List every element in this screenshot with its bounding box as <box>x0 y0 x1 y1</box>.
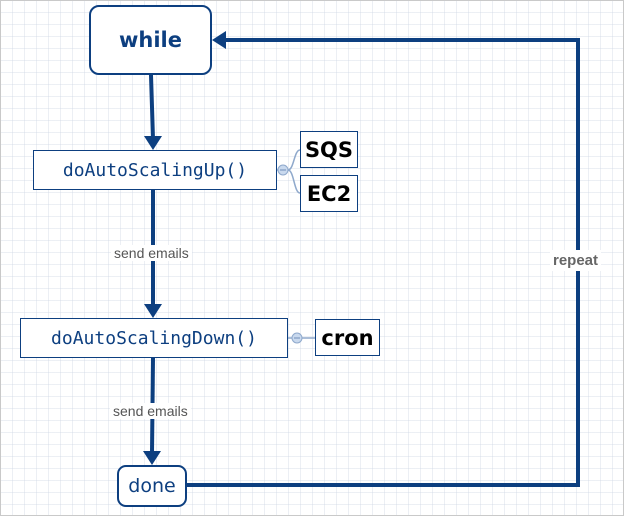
while-node-label: while <box>119 28 182 52</box>
edge-while-to-up <box>149 74 155 140</box>
edge-loop-repeat <box>187 38 580 487</box>
arrowhead-done <box>143 451 161 465</box>
arrowhead-while <box>212 31 226 49</box>
cron-label: cron <box>321 325 374 350</box>
while-node[interactable]: while <box>89 5 212 75</box>
edge-label-repeat: repeat <box>550 250 602 271</box>
done-node[interactable]: done <box>117 465 187 507</box>
edge-label-send-emails-down: send emails <box>110 403 191 419</box>
ec2-label: EC2 <box>306 181 352 206</box>
sqs-node[interactable]: SQS <box>300 131 358 168</box>
connector-up-sqs <box>287 149 301 171</box>
do-auto-scaling-up-node[interactable]: doAutoScalingUp() <box>33 150 277 190</box>
do-auto-scaling-up-label: doAutoScalingUp() <box>62 159 248 181</box>
arrowhead-down <box>144 304 162 318</box>
edge-label-send-emails-up: send emails <box>111 245 192 261</box>
arrowhead-up <box>144 136 162 150</box>
sqs-label: SQS <box>304 137 354 162</box>
do-auto-scaling-down-label: doAutoScalingDown() <box>51 327 257 349</box>
cron-node[interactable]: cron <box>315 319 380 356</box>
connector-up-ec2 <box>287 169 301 194</box>
do-auto-scaling-down-node[interactable]: doAutoScalingDown() <box>20 318 288 358</box>
ec2-node[interactable]: EC2 <box>300 175 358 212</box>
done-label: done <box>128 475 176 497</box>
